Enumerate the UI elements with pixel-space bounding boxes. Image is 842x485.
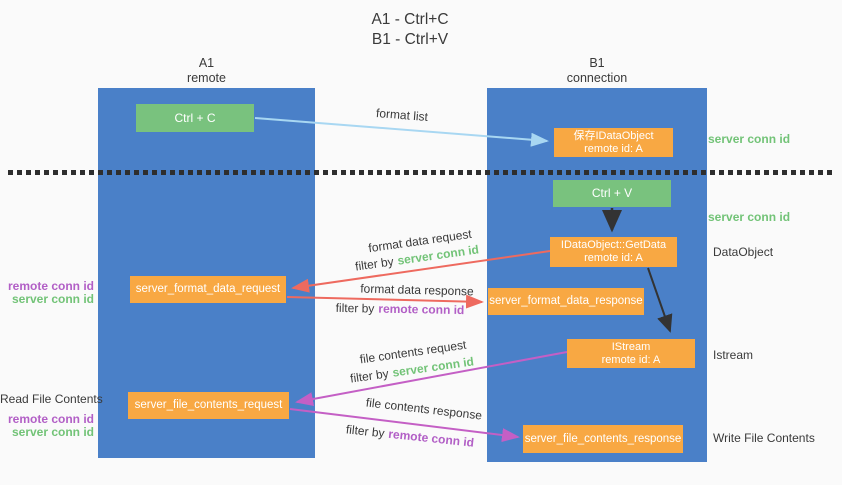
- node-server-format-data-request-label: server_format_data_request: [135, 283, 281, 295]
- label-write-file-contents: Write File Contents: [713, 431, 815, 445]
- filter-value-remote-conn-id: remote conn id: [387, 426, 475, 450]
- node-save-idataobject-line2: remote id: A: [584, 142, 643, 155]
- lifeline-a1-subtitle: remote: [187, 71, 226, 85]
- lifeline-b1-name: B1: [589, 56, 605, 70]
- node-idataobject-getdata-line2: remote id: A: [584, 252, 643, 264]
- node-ctrl-v-label: Ctrl + V: [591, 186, 633, 200]
- node-server-format-data-response: server_format_data_response: [488, 288, 644, 315]
- label-read-file-contents: Read File Contents: [0, 392, 103, 406]
- label-server-conn-id-top: server conn id: [708, 132, 791, 146]
- node-server-format-data-request: server_format_data_request: [130, 276, 286, 303]
- node-server-file-contents-request: server_file_contents_request: [128, 392, 289, 419]
- node-istream-line1: IStream: [611, 340, 651, 353]
- node-ctrl-c: Ctrl + C: [136, 104, 254, 132]
- label-format-data-response: format data response: [360, 281, 474, 299]
- node-istream-line2: remote id: A: [601, 353, 661, 366]
- label-server-conn-id-left-1: server conn id: [11, 292, 94, 306]
- lifeline-a1-name: A1: [198, 56, 215, 70]
- node-ctrl-v: Ctrl + V: [553, 180, 671, 207]
- filter-prefix: filter by: [354, 254, 395, 274]
- label-format-list: format list: [375, 105, 429, 125]
- node-server-format-data-response-label: server_format_data_response: [489, 295, 643, 307]
- label-server-conn-id-left-2: server conn id: [11, 425, 94, 439]
- label-remote-conn-id-left-2: remote conn id: [7, 412, 94, 426]
- filter-prefix: filter by: [349, 366, 390, 386]
- title-line-a1: A1 - Ctrl+C: [371, 11, 449, 28]
- node-server-file-contents-response-label: server_file_contents_response: [524, 432, 682, 445]
- lifeline-b1-subtitle: connection: [566, 71, 628, 85]
- lifeline-a1-header: A1 remote: [98, 56, 315, 86]
- diagram-title: A1 - Ctrl+C B1 - Ctrl+V: [371, 10, 448, 50]
- label-istream-right: Istream: [713, 348, 754, 362]
- filter-prefix: filter by: [345, 422, 386, 441]
- filter-value-remote-conn-id: remote conn id: [378, 301, 465, 318]
- node-save-idataobject: 保存IDataObject remote id: A: [554, 128, 673, 157]
- label-file-contents-response: file contents response: [365, 395, 483, 423]
- node-idataobject-getdata: IDataObject::GetData remote id: A: [550, 237, 677, 267]
- label-server-conn-id-mid: server conn id: [708, 210, 791, 224]
- node-save-idataobject-line1: 保存IDataObject: [573, 129, 654, 142]
- node-server-file-contents-response: server_file_contents_response: [523, 425, 683, 453]
- title-line-b1: B1 - Ctrl+V: [371, 31, 449, 48]
- label-dataobject: DataObject: [713, 245, 774, 259]
- node-idataobject-getdata-line1: IDataObject::GetData: [560, 239, 667, 251]
- node-ctrl-c-label: Ctrl + C: [174, 110, 216, 125]
- filter-prefix: filter by: [335, 300, 375, 316]
- node-istream: IStream remote id: A: [567, 339, 695, 368]
- label-remote-conn-id-left-1: remote conn id: [7, 279, 94, 293]
- lifeline-b1-header: B1 connection: [487, 56, 707, 86]
- separator-dotted-line: [8, 170, 832, 175]
- node-server-file-contents-request-label: server_file_contents_request: [134, 399, 283, 411]
